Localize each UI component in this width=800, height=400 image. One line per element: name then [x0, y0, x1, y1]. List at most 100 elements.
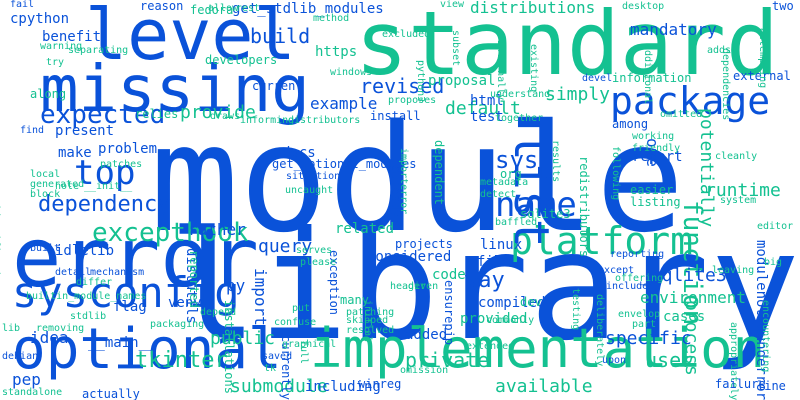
word-private: private	[405, 348, 490, 372]
word-problem: problem	[98, 141, 158, 157]
word-optional: optional	[12, 317, 282, 382]
word-initial: initial	[362, 300, 373, 343]
word-note: note	[55, 181, 80, 192]
word-try: try	[46, 57, 65, 68]
word-header: header	[390, 281, 427, 292]
word-graphical: graphical	[282, 339, 337, 350]
word-patching: patching	[346, 307, 395, 318]
word-friendly: friendly	[632, 143, 681, 154]
word-build: build	[250, 24, 311, 48]
word-differ: differ	[76, 277, 113, 288]
word-please: please	[300, 257, 337, 268]
word-subset: subset	[450, 30, 461, 67]
word-default: default	[445, 98, 521, 119]
word-pep: pep	[12, 370, 41, 389]
word-query: query	[258, 236, 313, 257]
word-windows: windows	[330, 67, 373, 78]
word-linux: linux	[480, 237, 523, 253]
word-lib: lib	[2, 323, 21, 334]
word-removing: removing	[36, 323, 85, 334]
word-distributors: distributors	[288, 115, 361, 126]
word-devel: devel	[582, 73, 613, 84]
word-submodule: submodule	[230, 376, 328, 397]
word-added: added	[405, 327, 448, 343]
word-many: many	[340, 293, 369, 307]
word-line: line	[757, 379, 786, 393]
word-environment: environment	[640, 288, 746, 307]
word-provided: provided	[460, 311, 528, 327]
word-main: __main__	[88, 335, 156, 351]
word-org: org	[500, 167, 522, 181]
word-current: current	[252, 79, 303, 93]
word-import: import	[251, 268, 270, 326]
word-editor: editor	[757, 221, 794, 232]
word-testing: testing	[570, 288, 581, 331]
word-cases: cases	[663, 309, 706, 325]
word-debian: debian	[2, 351, 39, 362]
word-information: information	[612, 71, 692, 85]
word-generated: generated	[30, 179, 85, 190]
word-expected: expected	[40, 100, 166, 130]
word-provide: provide	[180, 102, 256, 123]
word-listing: listing	[630, 195, 681, 209]
word-allow: allow	[208, 3, 239, 14]
word-level: level	[85, 0, 296, 76]
word-docs: docs	[282, 145, 316, 161]
word-stdlib: stdlib	[70, 311, 107, 322]
word-html: html	[470, 93, 504, 109]
word-implementation: implementation	[310, 317, 766, 380]
word-results: results	[550, 140, 561, 183]
word-part: part	[632, 319, 657, 330]
word-situation: situation	[286, 171, 341, 182]
word-idea: idea	[30, 328, 69, 347]
word-package: package	[610, 79, 771, 123]
word-present: present	[55, 123, 115, 139]
word-skipped: skipped	[346, 315, 389, 326]
word-working: working	[632, 131, 675, 142]
word-test: test	[470, 109, 504, 125]
word-available: available	[495, 376, 593, 397]
word-given: given	[408, 281, 439, 292]
word-ensurepip: ensurepip	[442, 280, 456, 346]
word-envelop: envelop	[618, 309, 661, 320]
word-code: code	[432, 267, 466, 283]
word-flag: flag	[113, 299, 147, 315]
word-dependency: dependency	[38, 192, 171, 217]
word-among: among	[612, 117, 649, 131]
word-dependencies: dependencies	[720, 48, 731, 121]
word-existing: existing	[528, 44, 539, 93]
word-rather: rather	[188, 220, 246, 239]
word-additional: additional	[642, 44, 653, 105]
word-mechanism: mechanism	[90, 267, 145, 278]
word-rest: rest	[236, 3, 261, 14]
word-saved: saved	[262, 351, 293, 362]
word-dependent: dependent	[432, 140, 446, 206]
word-considered: considered	[367, 249, 452, 265]
word-specific: specific	[605, 328, 692, 349]
word-library: library	[167, 200, 800, 374]
word-separating: separating	[68, 45, 129, 56]
word-full: full	[298, 340, 309, 365]
word-reported: reported	[187, 250, 201, 308]
word-tk: tk	[264, 363, 277, 374]
word-proposal: proposal	[428, 73, 496, 89]
word-sys: sys	[495, 146, 539, 174]
word-include: include	[606, 281, 649, 292]
word-block: block	[30, 189, 61, 200]
word-desktop: desktop	[622, 1, 665, 12]
word-simply: simply	[545, 84, 611, 105]
word-omission: omission	[400, 365, 449, 376]
word-tkinter: tkinter	[135, 348, 228, 373]
word-reporting: reporting	[610, 249, 665, 260]
word-omitted: omitted	[660, 109, 703, 120]
word-big: big	[764, 257, 783, 268]
word-name: name	[495, 185, 577, 225]
word-install: install	[370, 109, 421, 123]
word-builtin-module-names: builtin_module_names	[26, 291, 147, 302]
word-top: top	[74, 153, 136, 193]
word-encountering: encountering	[760, 300, 771, 373]
word-failure: failure	[715, 377, 766, 391]
word-error: error	[12, 211, 259, 306]
word-local: local	[30, 169, 61, 180]
